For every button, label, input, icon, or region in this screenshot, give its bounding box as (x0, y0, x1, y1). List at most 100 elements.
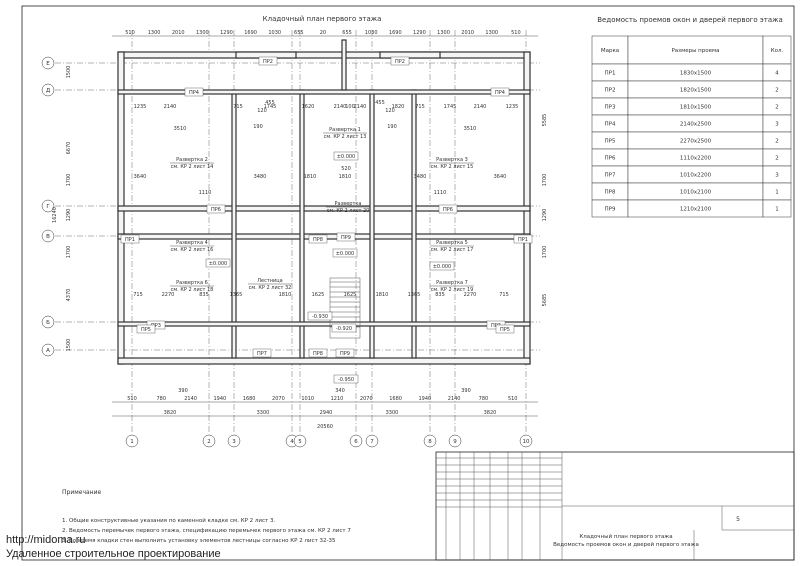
callout-ref: см. КР 2 лист 16 (171, 247, 214, 253)
dim-inner-label: 390 (178, 388, 188, 394)
dim-bottom-label: 510 (508, 396, 518, 402)
schedule-cell: 2140x2500 (680, 122, 712, 128)
level-mark: ±0.000 (209, 261, 228, 267)
watermark-tagline: Удаленное строительное проектирование (6, 548, 221, 560)
axis-label-5: А (46, 348, 50, 354)
axis-label-1: Д (46, 88, 51, 94)
level-mark: -0.950 (338, 377, 354, 383)
schedule-cell: 1010x2100 (680, 190, 712, 196)
dim-inner-label: 1110 (434, 190, 447, 196)
dim-inner-label: 715 (133, 292, 143, 298)
dim-left-label: 1500 (66, 66, 72, 79)
dim-inner-label: 1820 (392, 104, 405, 110)
dim-top-label: 1300 (437, 30, 450, 36)
dim-bottom2-label: 3300 (386, 410, 399, 416)
dim-bottom-label: 1010 (301, 396, 314, 402)
dim-inner-label: 1810 (376, 292, 389, 298)
dim-bottom-label: 2070 (360, 396, 373, 402)
dim-top-label: 20 (320, 30, 326, 36)
dim-bottom-label: 780 (157, 396, 167, 402)
watermark-url[interactable]: http://midoma.ru (6, 534, 86, 546)
dim-inner-label: 120 (385, 108, 395, 114)
opening-mark: ПР1 (518, 237, 528, 243)
dim-right-label: 1700 (542, 246, 548, 259)
callout-title: Лестница (257, 278, 282, 284)
dim-bottom-label: 2140 (184, 396, 197, 402)
dim-inner-label: 455 (265, 100, 275, 106)
callout-ref: см. КР 2 лист 20 (327, 208, 370, 214)
opening-mark: ПР8 (313, 237, 323, 243)
axis-label-7: 7 (370, 439, 374, 445)
axis-label-3: В (46, 234, 50, 240)
opening-mark: ПР4 (495, 90, 505, 96)
level-marks: ±0.000±0.000±0.000±0.000-0.930-0.920-0.9… (205, 151, 455, 384)
dim-inner-label: 3510 (464, 126, 477, 132)
schedule-cell: 1810x1500 (680, 105, 712, 111)
dim-inner-label: 2140 (354, 104, 367, 110)
dim-bottom-label: 1210 (331, 396, 344, 402)
dim-top-label: 510 (125, 30, 135, 36)
callout-title: Развертка (335, 201, 362, 207)
schedule-cell: ПР2 (605, 88, 616, 94)
dim-bottom-label: 1680 (243, 396, 256, 402)
dim-inner-label: 390 (461, 388, 471, 394)
wall-middle-g (117, 205, 531, 212)
wall-inner-2 (299, 89, 305, 359)
schedule-cell: 2270x2500 (680, 139, 712, 145)
dim-inner-label: 100 (345, 104, 355, 110)
note-1: 1. Общие конструктивные указания по каме… (62, 517, 275, 524)
dim-inner-label: 1365 (408, 292, 421, 298)
dim-inner-label: 1620 (302, 104, 315, 110)
dim-inner-label: 520 (341, 166, 351, 172)
opening-marks: ПР2ПР2ПР4ПР4ПР6ПР6ПР1ПР1ПР3ПР3ПР5ПР5ПР7П… (120, 56, 533, 358)
dim-bottom2-label: 3300 (257, 410, 270, 416)
opening-mark: ПР2 (395, 59, 405, 65)
dim-inner-label: 3640 (494, 174, 507, 180)
schedule-cell: ПР4 (605, 122, 616, 128)
schedule-cell: 1 (775, 190, 779, 196)
dim-top-label: 1030 (268, 30, 281, 36)
schedule-cell: 1010x2200 (680, 173, 712, 179)
dim-top-label: 655 (294, 30, 304, 36)
dim-inner-label: 340 (335, 388, 345, 394)
dim-inner-label: 3640 (134, 174, 147, 180)
schedule-cell: 3 (775, 173, 779, 179)
opening-mark: ПР3 (151, 323, 161, 329)
opening-mark: ПР1 (125, 237, 135, 243)
dim-bottom2-label: 3820 (164, 410, 177, 416)
dim-inner-label: 715 (233, 104, 243, 110)
level-mark: ±0.000 (336, 251, 355, 257)
opening-mark: ПР8 (313, 351, 323, 357)
opening-mark: ПР4 (189, 90, 199, 96)
dim-inner-label: 1110 (199, 190, 212, 196)
opening-mark: ПР7 (257, 351, 267, 357)
schedule-cell: 1110x2200 (680, 156, 712, 162)
opening-mark: ПР2 (263, 59, 273, 65)
dim-inner-label: 835 (435, 292, 445, 298)
dim-top-label: 1300 (485, 30, 498, 36)
schedule-header: Марка (601, 48, 619, 54)
note-2: 2. Ведомость перемычек первого этажа, сп… (62, 528, 351, 534)
dim-top-label: 2010 (461, 30, 474, 36)
opening-mark: ПР9 (341, 235, 351, 241)
dim-inner-label: 2140 (334, 104, 347, 110)
wall-inner-4 (411, 89, 417, 359)
dim-top-label: 1300 (196, 30, 209, 36)
dim-inner-label: 190 (387, 124, 397, 130)
dim-bottom-label: 1940 (418, 396, 431, 402)
schedule-cell: 1 (775, 207, 779, 213)
dim-inner-label: 3480 (414, 174, 427, 180)
dim-inner-label: 1235 (134, 104, 147, 110)
dim-top-label: 1030 (365, 30, 378, 36)
dim-bottom2-label: 2940 (320, 410, 333, 416)
axis-label-4: 4 (290, 439, 294, 445)
dim-inner-label: 715 (415, 104, 425, 110)
